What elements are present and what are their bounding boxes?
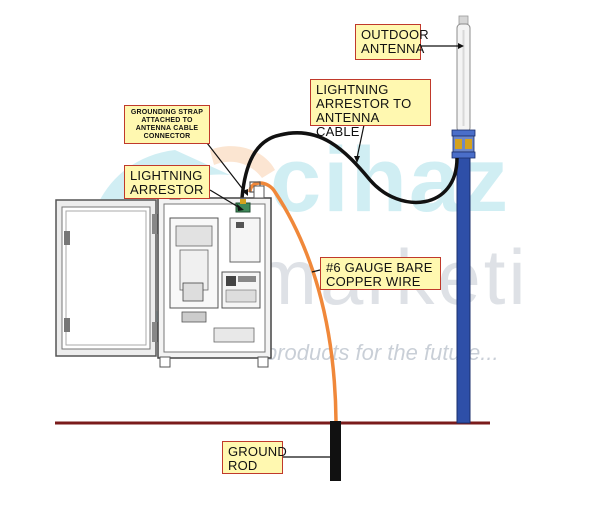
label-ground-rod: GROUND ROD bbox=[222, 441, 287, 474]
label-lightning-arrestor-cable: LIGHTNING ARRESTOR TO ANTENNA CABLE bbox=[310, 79, 431, 139]
leader-lines bbox=[206, 45, 458, 458]
antenna-cable bbox=[240, 131, 459, 204]
label-grounding-strap: GROUNDING STRAP ATTACHED TO ANTENNA CABL… bbox=[124, 105, 210, 144]
ground-rod bbox=[330, 421, 341, 481]
copper-ground-wire bbox=[248, 181, 338, 422]
label-copper-wire: #6 GAUGE BARE COPPER WIRE bbox=[320, 257, 441, 290]
label-outdoor-antenna: OUTDOOR ANTENNA bbox=[355, 24, 429, 60]
antenna-mast bbox=[456, 149, 471, 424]
enclosure-body bbox=[157, 185, 272, 368]
outdoor-antenna bbox=[451, 15, 476, 159]
label-lightning-arrestor: LIGHTNING ARRESTOR bbox=[124, 165, 210, 199]
enclosure-door bbox=[55, 199, 160, 357]
